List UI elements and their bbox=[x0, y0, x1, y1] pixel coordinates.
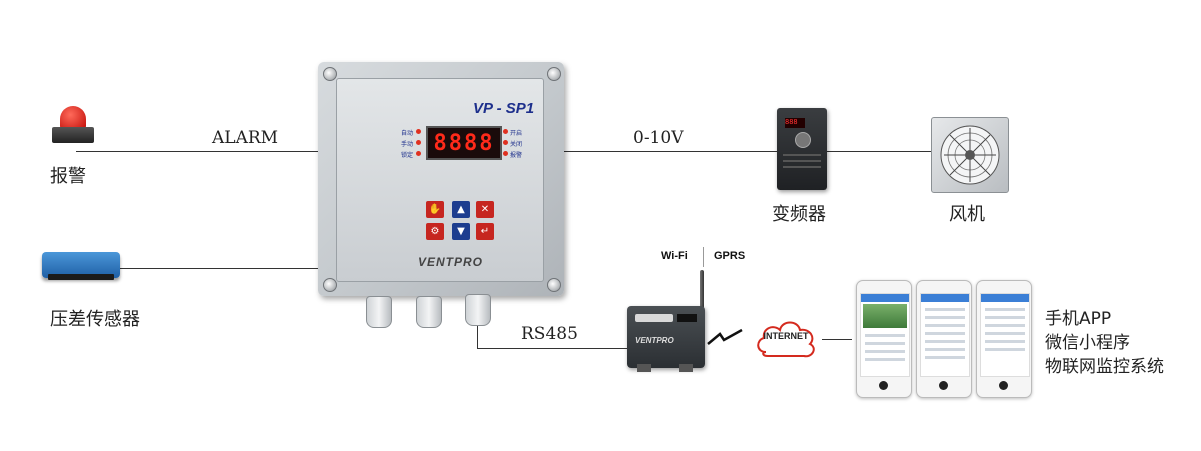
app-label-line2: 微信小程序 bbox=[1045, 333, 1130, 353]
alarm-wire bbox=[76, 151, 320, 152]
fan-device-label: 风机 bbox=[949, 204, 985, 225]
rs485-line-label: RS485 bbox=[521, 324, 578, 344]
cable-gland-3 bbox=[465, 294, 491, 326]
cloud-icon bbox=[757, 321, 815, 358]
enter-button[interactable]: ↵ bbox=[476, 223, 494, 240]
alarm-device-label: 报警 bbox=[50, 166, 86, 187]
internet-label: INTERNET bbox=[763, 331, 809, 341]
settings-button[interactable]: ⚙ bbox=[426, 223, 444, 240]
vfd-device-label: 变频器 bbox=[772, 204, 826, 225]
sensor-device-label: 压差传感器 bbox=[50, 309, 140, 330]
up-button[interactable]: ▲ bbox=[452, 201, 470, 218]
cable-gland-1 bbox=[366, 296, 392, 328]
display-digits: 8888 bbox=[433, 130, 495, 156]
phone-icon bbox=[976, 280, 1032, 398]
cable-gland-2 bbox=[416, 296, 442, 328]
indicator-manual: 手动 bbox=[401, 141, 414, 148]
controller-face bbox=[336, 78, 544, 282]
vfd-wire bbox=[563, 151, 779, 152]
indicator-open: 开启 bbox=[510, 130, 523, 137]
app-wire bbox=[822, 339, 852, 340]
antenna-icon bbox=[700, 270, 704, 318]
indicator-alarm: 报警 bbox=[510, 152, 523, 159]
rs485-wire-horizontal bbox=[477, 348, 627, 349]
wifi-label: Wi-Fi bbox=[661, 250, 688, 262]
controller-brand: VENTPRO bbox=[418, 255, 484, 269]
vfd-icon: 888 bbox=[777, 108, 827, 190]
gateway-brand: VENTPRO bbox=[635, 336, 674, 345]
lightning-icon bbox=[707, 328, 743, 345]
rs485-wire-vertical bbox=[477, 322, 478, 348]
label-divider bbox=[703, 247, 704, 267]
indicator-auto: 自动 bbox=[401, 130, 414, 137]
tools-button[interactable]: ✕ bbox=[476, 201, 494, 218]
controller-model: VP - SP1 bbox=[473, 100, 535, 117]
app-label-line1: 手机APP bbox=[1045, 309, 1112, 329]
controller-display: 8888 bbox=[426, 126, 502, 160]
down-button[interactable]: ▼ bbox=[452, 223, 470, 240]
fan-icon bbox=[931, 117, 1009, 193]
app-label-line3: 物联网监控系统 bbox=[1045, 357, 1164, 377]
phone-icon bbox=[856, 280, 912, 398]
alarm-line-label: ALARM bbox=[212, 128, 279, 148]
pressure-sensor-icon bbox=[42, 252, 120, 280]
gateway-icon: VENTPRO bbox=[627, 306, 705, 372]
phone-icon bbox=[916, 280, 972, 398]
fan-wire bbox=[827, 151, 933, 152]
controller-unit: VP - SP1 8888 自动 手动 锁定 开启 关闭 报警 ✋ ▲ ✕ ⚙ … bbox=[318, 62, 564, 296]
sensor-wire bbox=[118, 268, 320, 269]
voltage-line-label: 0-10V bbox=[633, 128, 684, 148]
indicator-lock: 锁定 bbox=[401, 152, 414, 159]
hand-button[interactable]: ✋ bbox=[426, 201, 444, 218]
indicator-close: 关闭 bbox=[510, 141, 523, 148]
gprs-label: GPRS bbox=[714, 250, 746, 262]
